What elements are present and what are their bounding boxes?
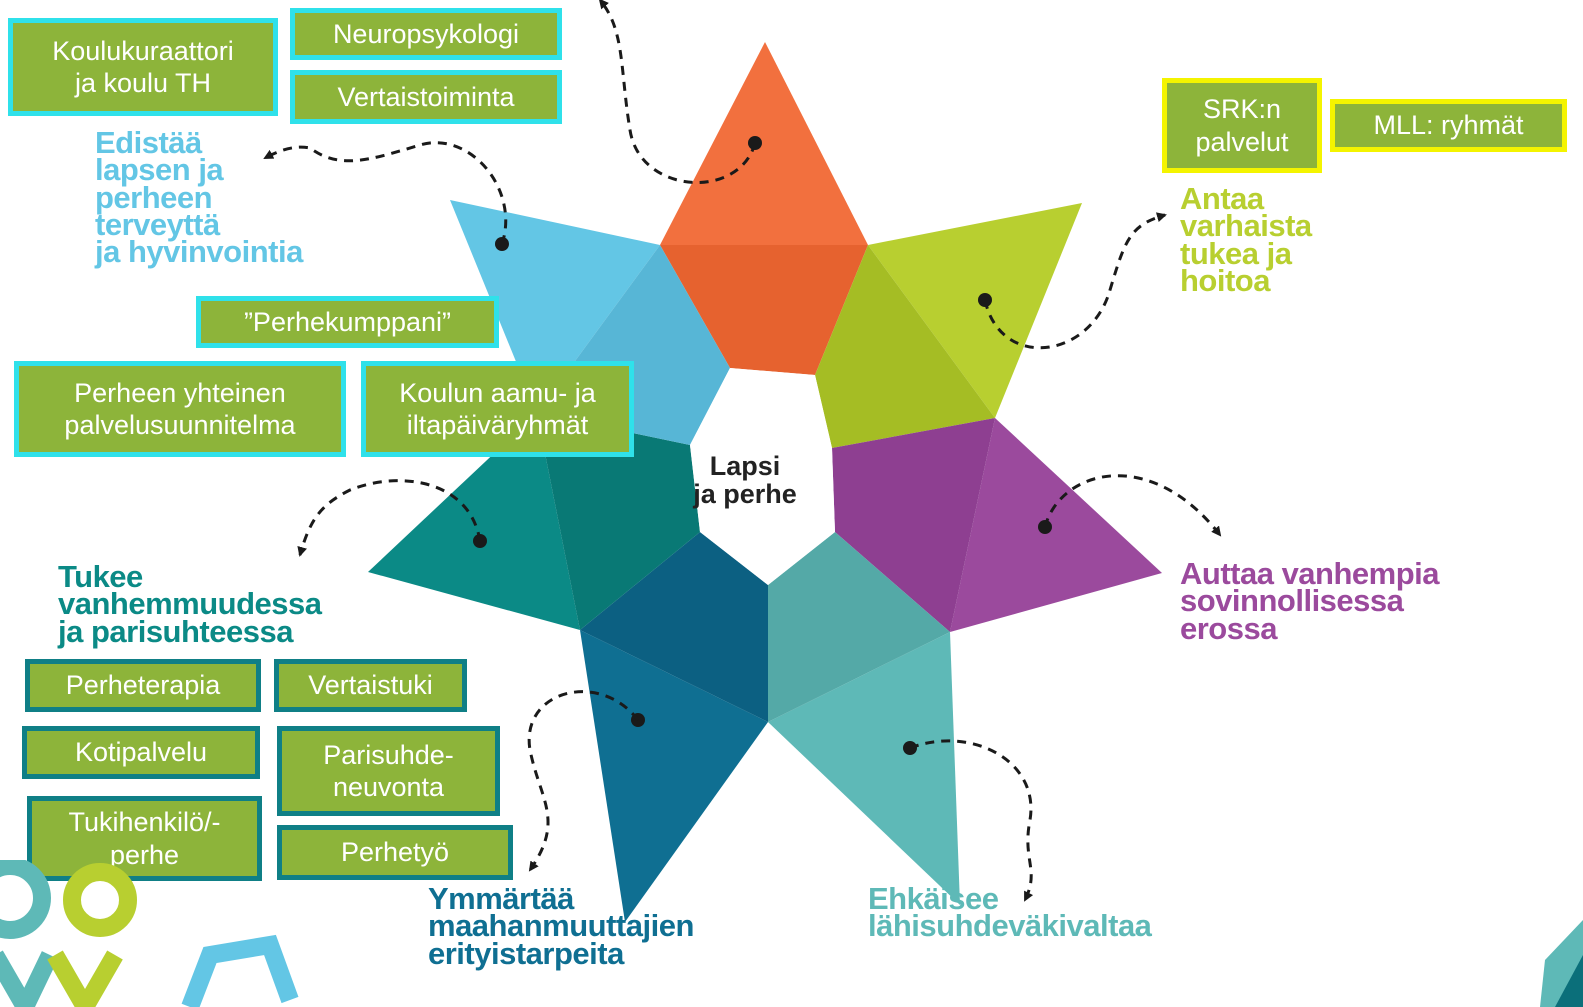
box-koulukuraattori: Koulukuraattori ja koulu TH	[8, 18, 278, 116]
arrow-left	[297, 479, 482, 557]
box-perheterapia: Perheterapia	[25, 659, 261, 712]
logo-circle-aqua	[0, 860, 51, 939]
box-parisuhde: Parisuhde- neuvonta	[277, 726, 500, 816]
box-aamu-iltapaiva: Koulun aamu- ja iltapäiväryhmät	[361, 361, 634, 457]
box-perhekumppani: ”Perhekumppani”	[196, 296, 499, 348]
logo-circle-lime	[63, 863, 137, 937]
corner-shape-dark	[1555, 955, 1583, 1007]
logo-v-aqua	[0, 950, 59, 1007]
logo-arc-blue	[181, 934, 299, 1007]
decorative-corner-shape	[1540, 920, 1583, 1007]
star-wedge-top	[660, 245, 868, 375]
box-vertaistoiminta: Vertaistoiminta	[290, 70, 562, 124]
box-perhetyo: Perhetyö	[277, 825, 513, 880]
arrow-upper-right	[983, 212, 1167, 350]
box-srk: SRK:n palvelut	[1162, 78, 1322, 173]
star-point-upper-left	[450, 200, 660, 413]
heading-violence-prevention: Ehkäisee lähisuhdeväkivaltaa	[868, 881, 1152, 944]
star-point-upper-right	[868, 203, 1082, 418]
arrow-top	[598, 0, 757, 184]
heading-early-support: Antaa varhaista tukea ja hoitoa	[1180, 181, 1312, 298]
star-point-right	[950, 418, 1162, 632]
star-wedge-lower-left	[580, 532, 768, 722]
star-center-hub	[690, 368, 835, 585]
decorative-logo	[0, 860, 299, 1007]
star-wedge-right	[832, 418, 995, 632]
box-mll: MLL: ryhmät	[1330, 99, 1567, 152]
center-label: Lapsi ja perhe	[693, 451, 797, 510]
box-kotipalvelu: Kotipalvelu	[22, 726, 260, 779]
box-tukihenkilo: Tukihenkilö/- perhe	[27, 796, 262, 881]
logo-v-lime	[47, 950, 123, 1007]
arrow-lower-right	[909, 739, 1034, 902]
box-vertaistuki: Vertaistuki	[274, 659, 467, 712]
box-neuropsykologi: Neuropsykologi	[290, 8, 562, 60]
star-point-top	[660, 42, 868, 245]
arrow-lower-left	[527, 690, 640, 872]
arrow-right	[1043, 474, 1222, 537]
star-point-lower-left	[580, 630, 768, 922]
star-point-lower-right	[768, 632, 960, 905]
heading-health: Edistää lapsen ja perheen terveyttä ja h…	[95, 125, 303, 270]
star-wedge-left	[537, 413, 700, 630]
star-wedge-upper-right	[815, 245, 995, 448]
arrow-upper-left	[263, 141, 508, 245]
box-palvelusuunnitelma: Perheen yhteinen palvelusuunnitelma	[14, 361, 346, 457]
heading-parenthood: Tukee vanhemmuudessa ja parisuhteessa	[58, 559, 322, 649]
heading-immigrants: Ymmärtää maahanmuuttajien erityistarpeit…	[428, 881, 694, 971]
heading-separation: Auttaa vanhempia sovinnollisessa erossa	[1180, 556, 1440, 646]
star-wedge-lower-right	[768, 532, 950, 722]
